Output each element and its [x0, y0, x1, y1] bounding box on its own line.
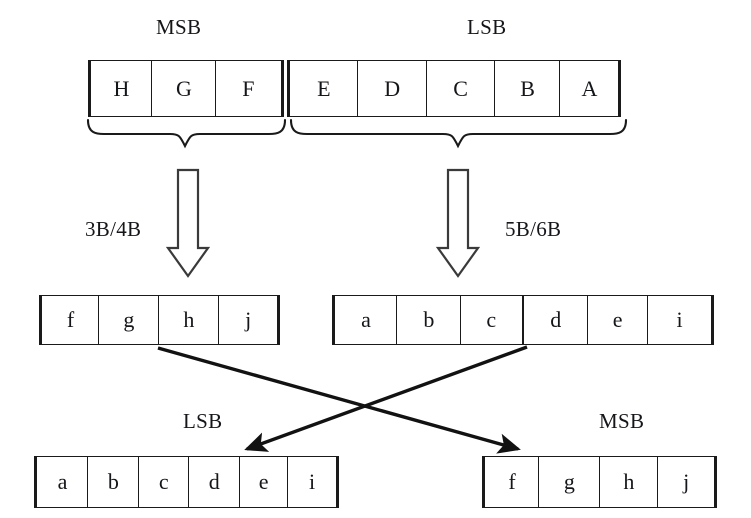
- bit-cell-F: F: [214, 60, 284, 117]
- bottom-lsb-label: LSB: [183, 409, 223, 433]
- enc-cell-g: g: [98, 295, 160, 345]
- brace-lsb-group: [289, 118, 628, 149]
- output-four-bit-row: f g h j: [482, 456, 718, 508]
- enc-cell-i: i: [647, 295, 715, 345]
- enc-cell-b: b: [396, 295, 462, 345]
- brace-msb-group: [86, 118, 287, 149]
- top-lsb-label: LSB: [467, 15, 507, 39]
- enc-cell-c: c: [459, 295, 525, 345]
- top-msb-label: MSB: [156, 15, 202, 39]
- output-six-bit-row: a b c d e i: [34, 456, 340, 508]
- enc-cell-e: e: [586, 295, 649, 345]
- enc-cell-d: d: [523, 295, 589, 345]
- crossing-arrow-left-to-right: [157, 346, 521, 454]
- hollow-arrow-right: [435, 168, 481, 278]
- out-cell-j: j: [657, 456, 718, 508]
- bit-cell-D: D: [357, 60, 428, 117]
- bit-cell-H: H: [88, 60, 153, 117]
- enc-cell-j: j: [218, 295, 281, 345]
- out-cell-h: h: [598, 456, 659, 508]
- out-cell-e: e: [238, 456, 289, 508]
- out-cell-c: c: [137, 456, 190, 508]
- bit-cell-E: E: [286, 60, 359, 117]
- bit-cell-C: C: [425, 60, 496, 117]
- out-cell-b: b: [87, 456, 140, 508]
- bottom-msb-label: MSB: [599, 409, 645, 433]
- out-cell-f: f: [482, 456, 540, 508]
- input-byte-row: H G F E D C B A: [88, 60, 622, 117]
- bit-cell-A: A: [559, 60, 622, 117]
- six-bit-row: a b c d e i: [332, 295, 715, 345]
- four-bit-row: f g h j: [39, 295, 281, 345]
- enc-cell-f: f: [39, 295, 100, 345]
- enc-cell-h: h: [157, 295, 220, 345]
- encoder-label-3b4b: 3B/4B: [85, 217, 142, 241]
- hollow-arrow-left: [165, 168, 211, 278]
- out-cell-a: a: [34, 456, 89, 508]
- bit-cell-B: B: [494, 60, 562, 117]
- out-cell-d: d: [188, 456, 241, 508]
- crossing-arrow-right-to-left: [244, 345, 528, 452]
- out-cell-g: g: [538, 456, 601, 508]
- enc-cell-a: a: [332, 295, 398, 345]
- out-cell-i: i: [287, 456, 340, 508]
- bit-cell-G: G: [151, 60, 217, 117]
- encoder-label-5b6b: 5B/6B: [505, 217, 562, 241]
